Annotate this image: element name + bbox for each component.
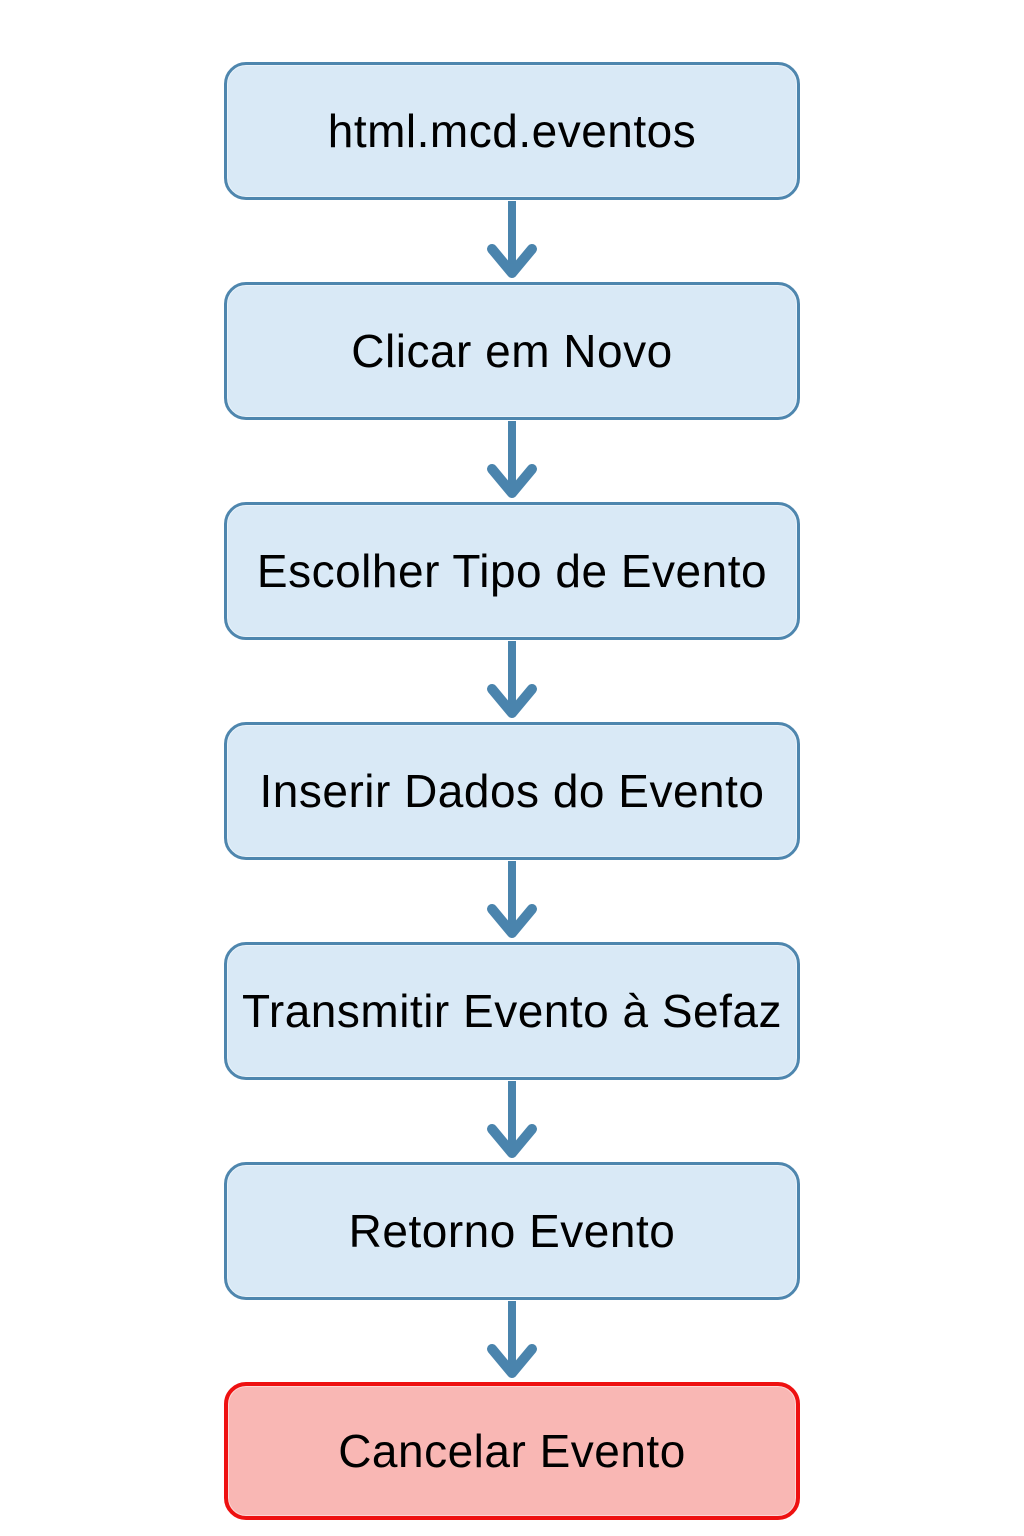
flow-node-inserir-dados-do-evento: Inserir Dados do Evento xyxy=(224,722,800,860)
flow-node-html-mcd-eventos: html.mcd.eventos xyxy=(224,62,800,200)
arrow-down-icon xyxy=(487,421,537,498)
arrow-down-icon xyxy=(487,641,537,718)
flow-node-label: Inserir Dados do Evento xyxy=(259,765,765,817)
flow-node-escolher-tipo-de-evento: Escolher Tipo de Evento xyxy=(224,502,800,640)
flow-node-label: Clicar em Novo xyxy=(351,325,673,377)
arrow-down-icon xyxy=(487,201,537,278)
flow-node-label: Escolher Tipo de Evento xyxy=(256,545,768,597)
flow-node-transmitir-evento-a-sefaz: Transmitir Evento à Sefaz xyxy=(224,942,800,1080)
flow-node-label: Retorno Evento xyxy=(348,1205,676,1257)
flow-node-label: Transmitir Evento à Sefaz xyxy=(242,985,782,1037)
arrow-down-icon xyxy=(487,1081,537,1158)
arrow-down-icon xyxy=(487,861,537,938)
flow-node-clicar-em-novo: Clicar em Novo xyxy=(224,282,800,420)
flow-node-cancelar-evento: Cancelar Evento xyxy=(224,1382,800,1520)
flow-node-label: Cancelar Evento xyxy=(338,1425,686,1477)
arrow-down-icon xyxy=(487,1301,537,1378)
flow-node-retorno-evento: Retorno Evento xyxy=(224,1162,800,1300)
flow-node-label: html.mcd.eventos xyxy=(327,105,697,157)
